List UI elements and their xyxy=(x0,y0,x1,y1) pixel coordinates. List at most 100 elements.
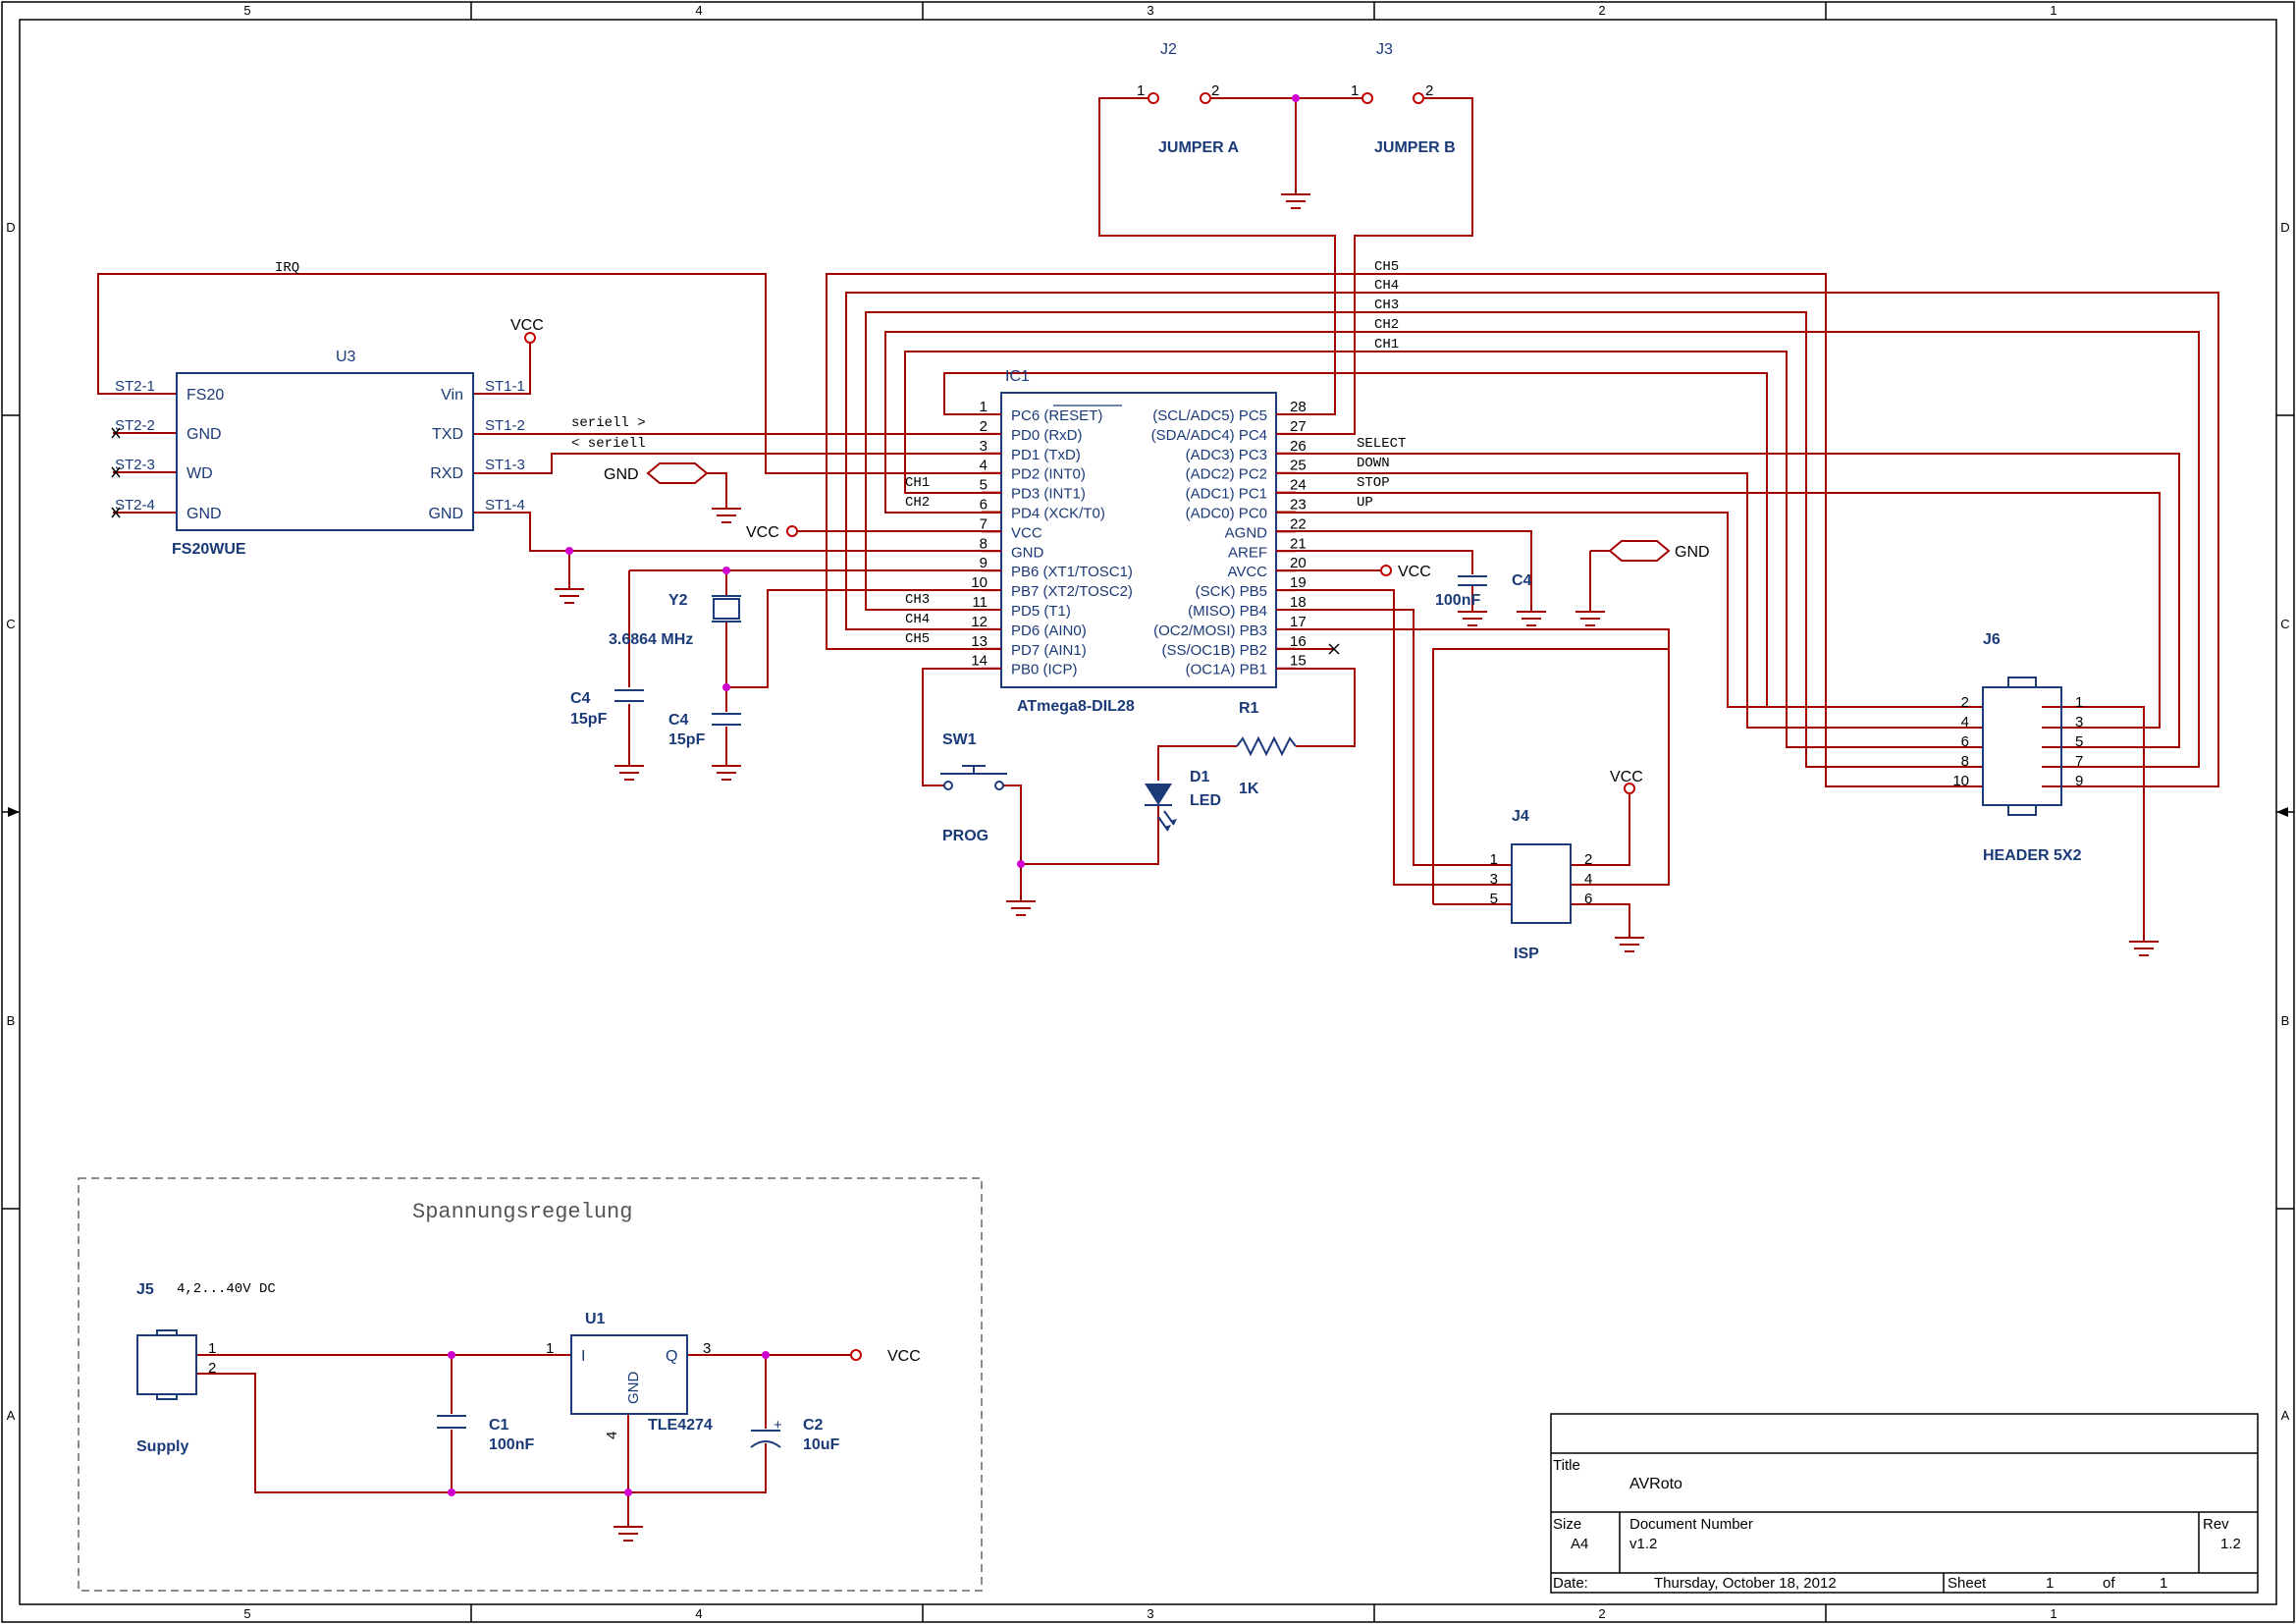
ic1-pin-number: 21 xyxy=(1290,535,1307,552)
frame-side-label: B xyxy=(7,1013,16,1028)
j6-ref: J6 xyxy=(1983,631,2001,648)
rev-value: 1.2 xyxy=(2220,1536,2241,1552)
ic1-pin-name: PD6 (AIN0) xyxy=(1011,623,1087,639)
gnd-flag: GND xyxy=(604,462,709,484)
j6-pin: 4 xyxy=(1961,714,1969,731)
sw1-ref: SW1 xyxy=(942,731,977,748)
ic1-pin-number: 23 xyxy=(1290,497,1307,514)
ic1-pin-number: 1 xyxy=(980,399,988,415)
wires xyxy=(97,97,2219,1527)
junction-dot xyxy=(448,1351,455,1359)
ic1-pin-name: (SCK) PB5 xyxy=(1196,583,1267,600)
j5-pin: 2 xyxy=(208,1360,216,1377)
title-block: Title AVRoto Size A4 Document Number v1.… xyxy=(1550,1413,2259,1594)
ic1-pin-number: 20 xyxy=(1290,555,1307,571)
ic1-pin-name: (MISO) PB4 xyxy=(1188,603,1267,620)
size-label: Size xyxy=(1553,1516,1581,1533)
j6-pin: 10 xyxy=(1952,773,1969,789)
u3-net-label: ST2-1 xyxy=(115,378,155,395)
jumper-j2: J2 1 2 JUMPER A xyxy=(1137,41,1240,156)
u1-value: TLE4274 xyxy=(648,1417,713,1434)
vcc-flag: VCC xyxy=(510,317,544,344)
net-ch-top: CH4 xyxy=(1374,278,1399,294)
ic1-pin-number: 25 xyxy=(1290,458,1307,474)
frame-top-label: 4 xyxy=(695,3,702,18)
header-j6: J6 HEADER 5X2 2 4 6 8 10 1 3 5 7 9 xyxy=(1952,631,2083,864)
u3-pin-name: WD xyxy=(187,465,213,482)
j3-name: JUMPER B xyxy=(1374,139,1456,156)
u1-pin-num: 1 xyxy=(546,1340,554,1357)
title-label: Title xyxy=(1553,1457,1580,1474)
ic1-pin-name: PD4 (XCK/T0) xyxy=(1011,506,1105,522)
ic1-pin-name: AVCC xyxy=(1227,564,1267,580)
ground-icon xyxy=(1458,611,1487,626)
ic1-pin-number: 24 xyxy=(1290,477,1307,494)
rev-label: Rev xyxy=(2203,1516,2229,1533)
date-value: Thursday, October 18, 2012 xyxy=(1654,1575,1837,1592)
u3-pin-name: TXD xyxy=(432,426,463,443)
junction-dot xyxy=(624,1489,632,1496)
ic1-pin-name: (OC1A) PB1 xyxy=(1186,662,1267,678)
ground-icon xyxy=(555,588,584,604)
u3-net-label: ST2-3 xyxy=(115,457,155,473)
ground-icon xyxy=(1517,611,1546,626)
vcc-label: VCC xyxy=(1610,769,1643,785)
net-button: DOWN xyxy=(1357,456,1390,471)
j4-pin: 2 xyxy=(1584,851,1592,868)
u3-module: U3 FS20WUE FS20 GND WD GND Vin TXD RXD G… xyxy=(111,349,525,558)
frame-side-label: D xyxy=(6,220,15,235)
frame-bottom-label: 1 xyxy=(2050,1606,2056,1621)
ic1-pin-number: 6 xyxy=(980,497,988,514)
ic1-pin-name: (OC2/MOSI) PB3 xyxy=(1153,623,1267,639)
ic1-pin-name: PD2 (INT0) xyxy=(1011,466,1086,483)
u3-pin-name: GND xyxy=(428,506,463,522)
ic1-pin-number: 13 xyxy=(971,633,988,650)
capacitor-c4-left: C4 15pF xyxy=(570,689,644,728)
sheet-label: Sheet xyxy=(1948,1575,1987,1592)
j6-pin: 9 xyxy=(2075,773,2083,789)
isp-header-j4: J4 ISP 1 3 5 2 4 6 xyxy=(1490,808,1593,962)
title-value: AVRoto xyxy=(1629,1476,1682,1492)
c4-ref: C4 xyxy=(1512,572,1532,589)
ground-icon xyxy=(712,508,741,523)
ic1-pin-name: AREF xyxy=(1228,544,1267,561)
net-seriell-out: seriell > xyxy=(571,415,646,431)
u3-value: FS20WUE xyxy=(172,541,246,558)
ic1-pin-name: (SCL/ADC5) PC5 xyxy=(1152,407,1267,424)
frame-top-label: 3 xyxy=(1147,3,1153,18)
ground-icon xyxy=(1615,937,1644,952)
y2-value: 3.6864 MHz xyxy=(609,631,693,648)
junction-dot xyxy=(448,1489,455,1496)
u3-net-label: ST2-2 xyxy=(115,417,155,434)
ic1-pin-number: 26 xyxy=(1290,438,1307,455)
ic1-pin-name: (SS/OC1B) PB2 xyxy=(1161,642,1267,659)
j4-pin: 3 xyxy=(1490,871,1498,888)
c2-plus: + xyxy=(774,1417,782,1434)
ic1-pin-name: (ADC3) PC3 xyxy=(1186,447,1267,463)
c4-value: 100nF xyxy=(1435,592,1480,609)
net-ch-left: CH5 xyxy=(905,631,930,647)
j6-pin: 7 xyxy=(2075,753,2083,770)
d1-name: LED xyxy=(1190,792,1221,809)
u3-net-label: ST2-4 xyxy=(115,497,155,514)
ic1-pin-number: 16 xyxy=(1290,633,1307,650)
ground-icon xyxy=(1006,900,1036,916)
u3-pin-name: GND xyxy=(187,426,222,443)
j6-pin: 3 xyxy=(2075,714,2083,731)
ic1-pin-number: 28 xyxy=(1290,399,1307,415)
j3-pin: 2 xyxy=(1425,82,1433,99)
j5-note: 4,2...40V DC xyxy=(177,1281,276,1297)
net-irq: IRQ xyxy=(275,260,299,276)
j3-pin: 1 xyxy=(1351,82,1359,99)
u1-pin-num: 4 xyxy=(604,1432,620,1439)
resistor-r1: R1 1K xyxy=(1236,700,1297,797)
j6-pin: 5 xyxy=(2075,733,2083,750)
frame-bottom-label: 4 xyxy=(695,1606,702,1621)
led-d1: D1 LED xyxy=(1145,769,1221,832)
ic1-pin-number: 17 xyxy=(1290,614,1307,630)
ic1-pin-name: PB7 (XT2/TOSC2) xyxy=(1011,583,1133,600)
gnd-label: GND xyxy=(1675,544,1710,561)
